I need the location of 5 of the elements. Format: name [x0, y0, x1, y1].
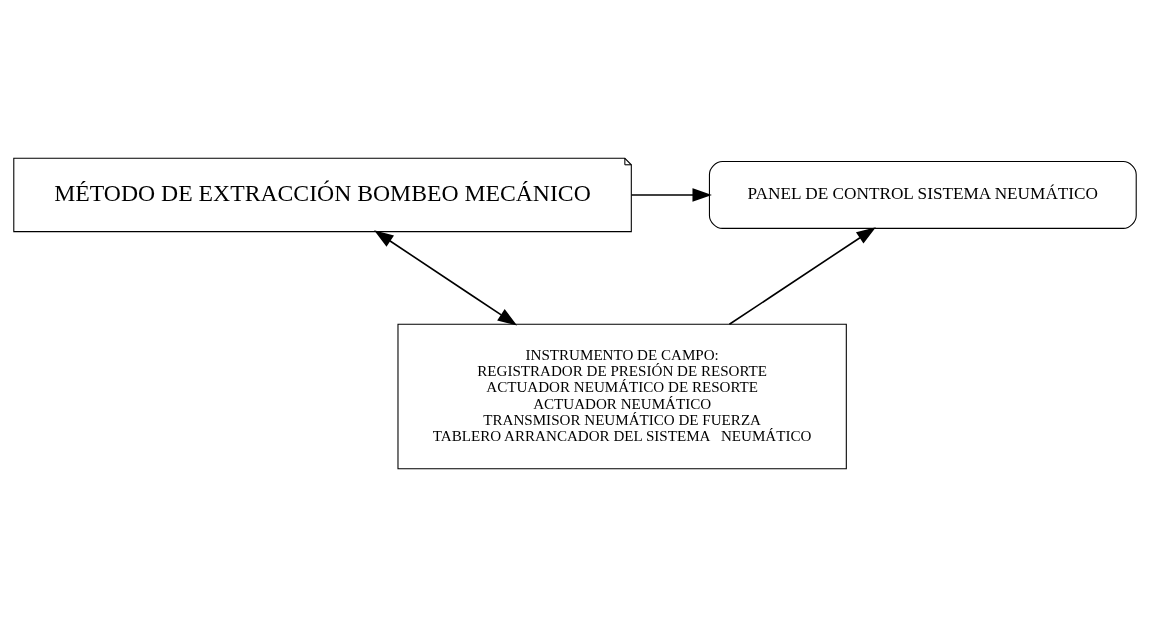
- arrow: [728, 227, 876, 326]
- node-box: PANEL DE CONTROL SISTEMA NEUMÁTICO: [708, 161, 1137, 229]
- node-box: INSTRUMENTO DE CAMPO: REGISTRADOR DE PRESIÓN DE RESORTE ACTUADOR NEUMÁTICO DE RESORTE ACTUADOR NEUMÁTICO TRANSMISOR NEUMÁTICO DE FUERZA TABLERO ARRANCADOR DEL SISTEMA NEUMÁTICO: [397, 323, 847, 470]
- arrow: [374, 230, 518, 326]
- arrow: [630, 188, 712, 202]
